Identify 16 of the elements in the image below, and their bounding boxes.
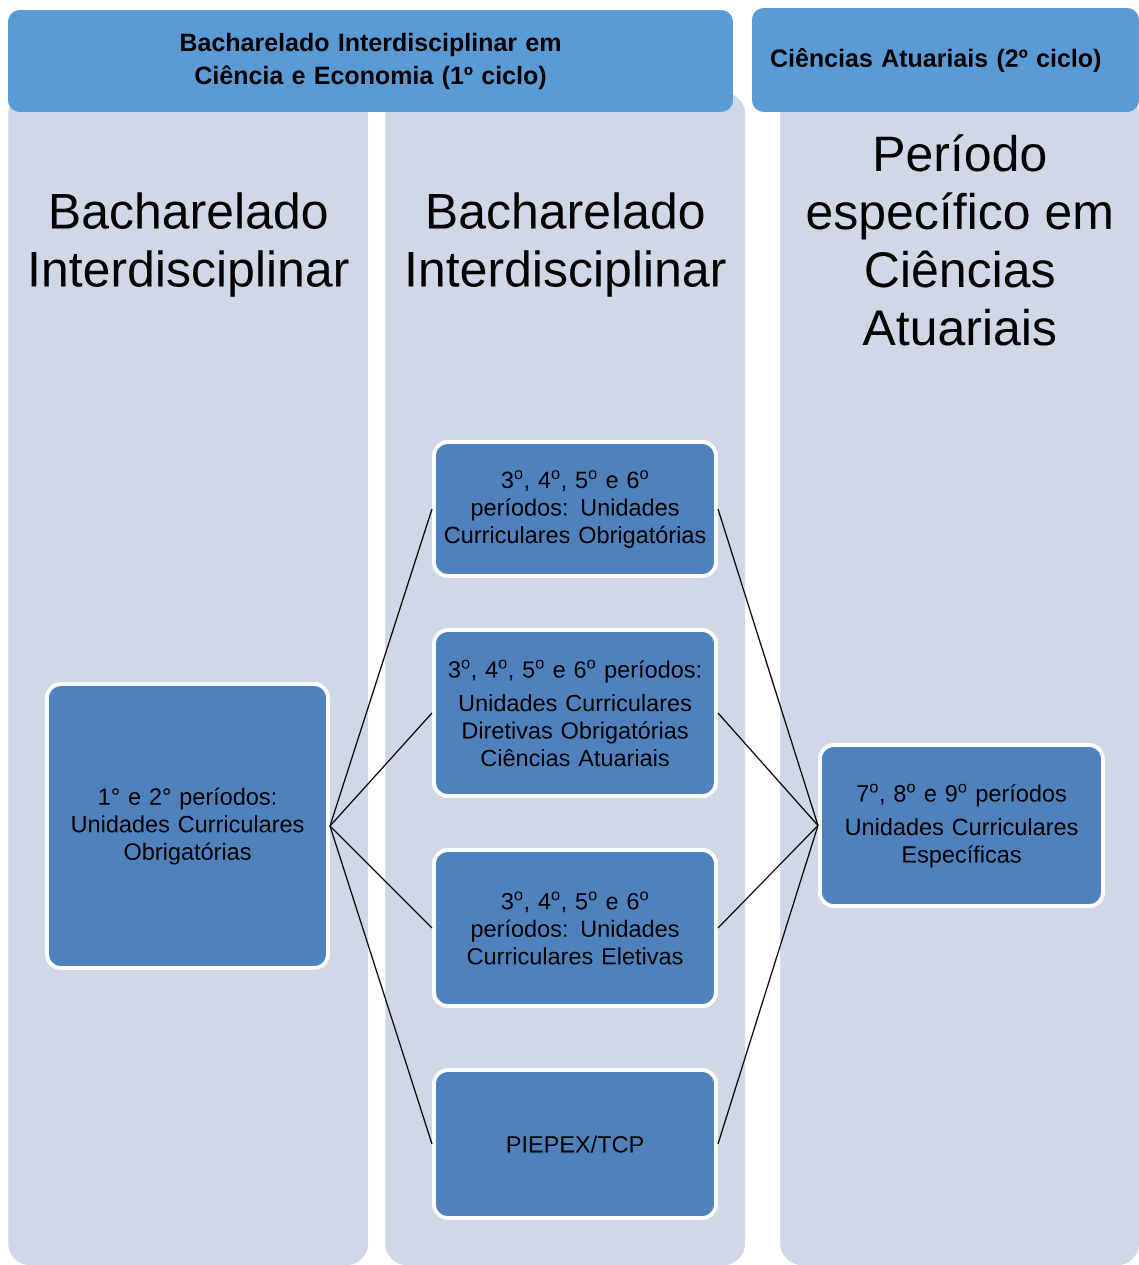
process-box: 1° e 2° períodos: Unidades Curriculares Obrigatórias: [45, 682, 330, 970]
process-box: 7$^{o}$, 8$^{o}$ e 9$^{o}$ períodos Unidades Curriculares Específicas: [818, 743, 1105, 908]
process-box: 3$^{o}$, 4$^{o}$, 5$^{o}$ e 6$^{o}$ períodos: Unidades Curriculares Diretivas Obrigatórias Ciências Atuariais: [432, 628, 718, 798]
connector-line: [329, 825, 433, 1145]
process-box: PIEPEX/TCP: [432, 1068, 718, 1220]
header-box: Ciências Atuariais (2º ciclo): [752, 8, 1139, 112]
connector-line: [717, 508, 819, 827]
connector-line: [329, 825, 433, 929]
header-box: Bacharelado Interdisciplinar em Ciência e Economia (1º ciclo): [8, 10, 733, 112]
connector-line: [329, 508, 433, 827]
connector-line: [717, 824, 819, 1145]
process-box: 3$^{o}$, 4$^{o}$, 5$^{o}$ e 6$^{o}$ períodos: Unidades Curriculares Obrigatórias: [432, 440, 718, 578]
connector-line: [717, 712, 819, 827]
connector-line: [329, 712, 433, 827]
process-box: 3$^{o}$, 4$^{o}$, 5$^{o}$ e 6$^{o}$ períodos: Unidades Curriculares Eletivas: [432, 848, 718, 1008]
connector-line: [717, 824, 819, 929]
